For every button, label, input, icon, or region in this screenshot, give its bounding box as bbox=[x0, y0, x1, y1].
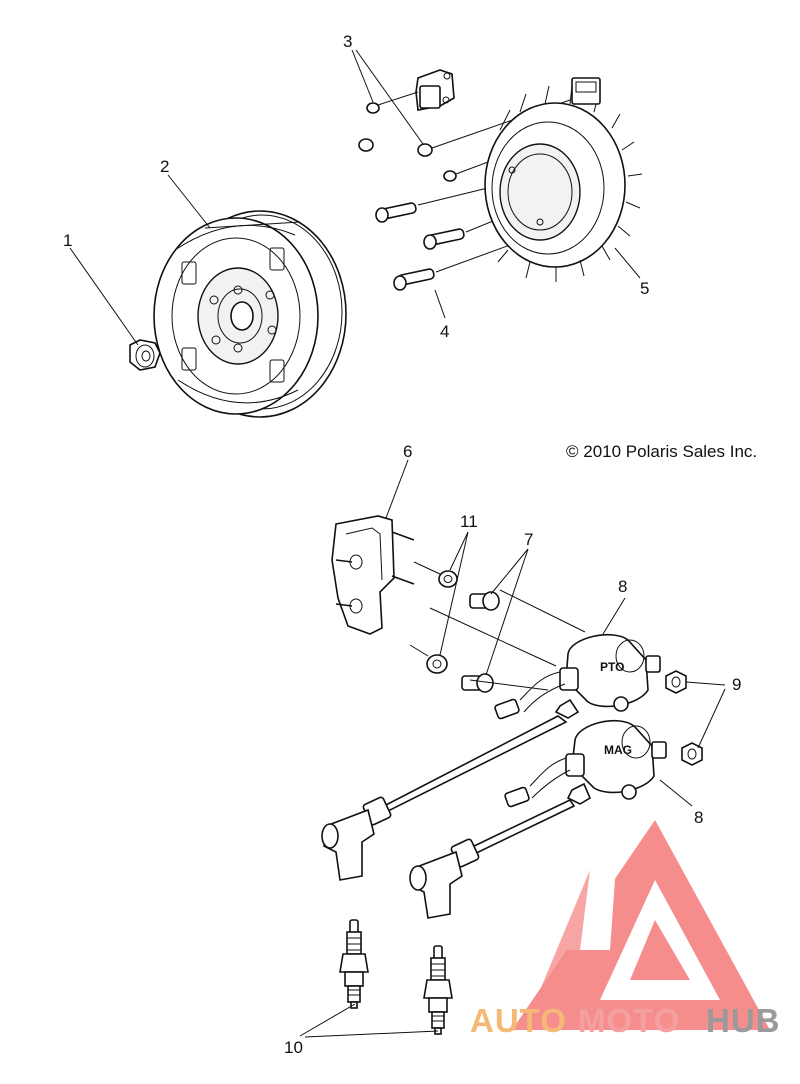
watermark-text: AUTO MOTO HUB bbox=[470, 1002, 781, 1039]
spark-plug-left bbox=[339, 919, 369, 1009]
lower-guide-lines bbox=[409, 561, 586, 691]
upper-leaders bbox=[69, 49, 641, 346]
flywheel bbox=[153, 210, 347, 418]
washer-lower bbox=[426, 654, 448, 674]
callout-5: 5 bbox=[640, 279, 649, 298]
spark-lead-mag bbox=[409, 782, 592, 919]
watermark-hub: HUB bbox=[706, 1002, 781, 1039]
callout-10: 10 bbox=[284, 1038, 303, 1057]
callout-1: 1 bbox=[63, 231, 72, 250]
watermark-logo bbox=[512, 820, 770, 1030]
coil-label-pto: PTO bbox=[600, 660, 624, 674]
screw-3a bbox=[366, 91, 419, 114]
coil-screw-upper bbox=[469, 591, 500, 611]
coil-bracket bbox=[331, 515, 415, 635]
sensor-bracket bbox=[415, 69, 455, 111]
washer-upper bbox=[438, 570, 458, 588]
lower-leaders bbox=[299, 459, 726, 1038]
coil-wire-pto bbox=[494, 671, 566, 720]
copyright-notice: © 2010 Polaris Sales Inc. bbox=[566, 442, 757, 461]
watermark-auto: AUTO bbox=[470, 1002, 567, 1039]
coil-screw-lower bbox=[461, 673, 494, 693]
callout-4: 4 bbox=[440, 322, 449, 341]
watermark-moto: MOTO bbox=[578, 1002, 680, 1039]
ignition-coil-mag: MAG bbox=[565, 719, 667, 800]
callout-11: 11 bbox=[460, 512, 478, 531]
stator-bolt-b bbox=[375, 184, 501, 223]
spark-lead-pto bbox=[321, 698, 580, 881]
ignition-coil-pto: PTO bbox=[559, 633, 661, 712]
callout-2: 2 bbox=[160, 157, 169, 176]
coil-nut-lower bbox=[681, 742, 703, 766]
coil-label-mag: MAG bbox=[604, 743, 632, 757]
coil-wire-mag bbox=[504, 757, 571, 808]
callout-6: 6 bbox=[403, 442, 412, 461]
coil-nut-upper bbox=[665, 670, 687, 694]
stator-bolt-d bbox=[393, 244, 511, 291]
callout-8-mag: 8 bbox=[694, 808, 703, 827]
callout-7: 7 bbox=[524, 530, 533, 549]
callout-8-pto: 8 bbox=[618, 577, 627, 596]
callout-3: 3 bbox=[343, 32, 352, 51]
flywheel-nut bbox=[129, 339, 161, 371]
callout-9: 9 bbox=[732, 675, 741, 694]
spark-plug-right bbox=[423, 945, 453, 1035]
screw-3b bbox=[358, 138, 374, 152]
stator bbox=[484, 77, 643, 282]
